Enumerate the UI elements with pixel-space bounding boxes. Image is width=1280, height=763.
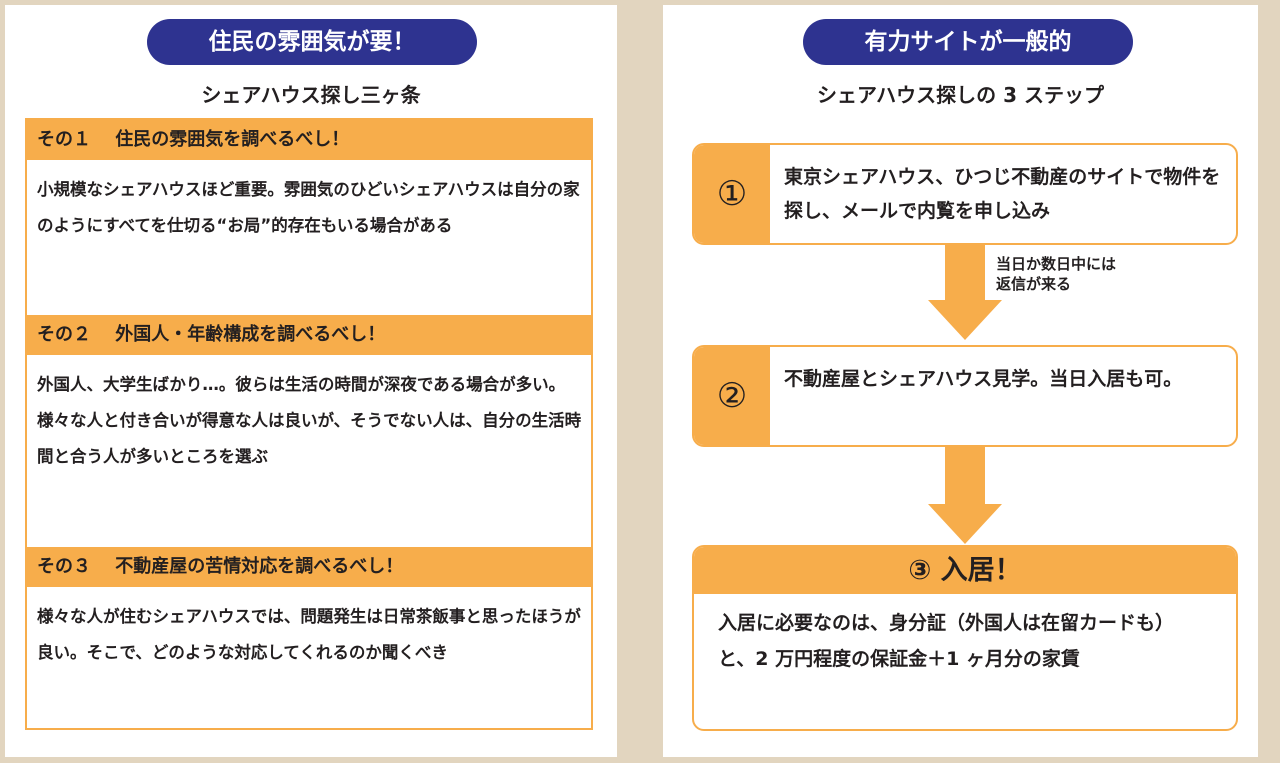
- step-2-text: 不動産屋とシェアハウス見学。当日入居も可。: [784, 368, 1183, 390]
- arrow-note-1: 当日か数日中には: [996, 255, 1117, 273]
- rule-1-header: その１ 住民の雰囲気を調べるべし！: [27, 120, 591, 160]
- step-3: ③ 入居！ 入居に必要なのは、身分証（外国人は在留カードも）と、2 万円程度の保…: [692, 545, 1238, 731]
- right-title-pill: 有力サイトが一般的: [803, 19, 1133, 65]
- rules-box: その１ 住民の雰囲気を調べるべし！ 小規模なシェアハウスほど重要。雰囲気のひどい…: [25, 118, 593, 730]
- step-2-number: ②: [694, 347, 770, 445]
- step-2: ② 不動産屋とシェアハウス見学。当日入居も可。: [692, 345, 1238, 447]
- right-panel: 有力サイトが一般的 シェアハウス探しの 3 ステップ ① 東京シェアハウス、ひつ…: [663, 5, 1258, 757]
- left-subtitle: シェアハウス探し三ヶ条: [201, 83, 421, 107]
- step-3-text: 入居に必要なのは、身分証（外国人は在留カードも）と、2 万円程度の保証金＋1 ヶ…: [718, 612, 1175, 670]
- rule-3-body: 様々な人が住むシェアハウスでは、問題発生は日常茶飯事と思ったほうが良い。そこで、…: [37, 607, 581, 662]
- right-subtitle: シェアハウス探しの 3 ステップ: [816, 83, 1105, 107]
- step-1-text: 東京シェアハウス、ひつじ不動産のサイトで物件を探し、メールで内覧を申し込み: [784, 166, 1221, 222]
- left-title-pill: 住民の雰囲気が要！: [147, 19, 477, 65]
- arrow-note-2: 返信が来る: [996, 275, 1072, 293]
- left-panel: 住民の雰囲気が要！ シェアハウス探し三ヶ条 その１ 住民の雰囲気を調べるべし！ …: [5, 5, 617, 757]
- rule-1-body: 小規模なシェアハウスほど重要。雰囲気のひどいシェアハウスは自分の家のようにすべて…: [37, 180, 580, 235]
- rule-2-header: その２ 外国人・年齢構成を調べるべし！: [27, 315, 591, 355]
- step-1-number: ①: [694, 145, 770, 243]
- step-3-title: ③ 入居！: [694, 547, 1236, 594]
- step-1: ① 東京シェアハウス、ひつじ不動産のサイトで物件を探し、メールで内覧を申し込み: [692, 143, 1238, 245]
- rule-3-header: その３ 不動産屋の苦情対応を調べるべし！: [27, 547, 591, 587]
- rule-2-body: 外国人、大学生ばかり…。彼らは生活の時間が深夜である場合が多い。様々な人と付き合…: [37, 375, 582, 466]
